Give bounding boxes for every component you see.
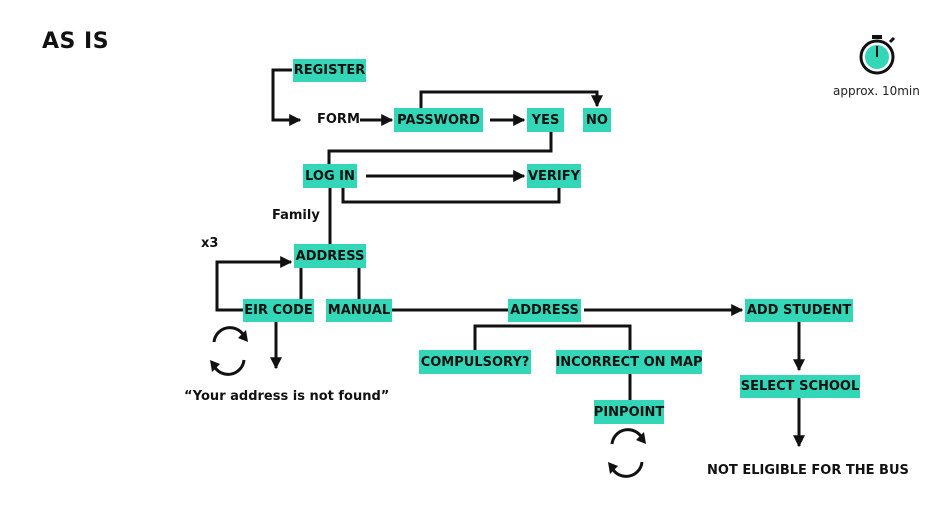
select-school-node: SELECT SCHOOL (740, 375, 860, 398)
register-node: REGISTER (293, 59, 366, 82)
yes-node: YES (527, 108, 564, 132)
login-node: LOG IN (303, 164, 357, 188)
address-node: ADDRESS (294, 244, 366, 268)
family-label: Family (272, 208, 320, 223)
refresh-icon (212, 326, 246, 376)
refresh-icon (610, 428, 644, 478)
compulsory-node: COMPULSORY? (419, 350, 531, 374)
x3-label: x3 (201, 236, 219, 251)
no-node: NO (583, 108, 611, 132)
yes-to-login-connector (327, 132, 553, 164)
address-branch-connector (473, 324, 632, 350)
stopwatch-icon (859, 35, 896, 75)
register-to-form-connector (271, 68, 302, 126)
add-student-node: ADD STUDENT (745, 299, 853, 322)
not-found-message: “Your address is not found” (184, 389, 390, 404)
verify-return-connector (341, 188, 561, 204)
password-to-no-connector (419, 90, 603, 108)
manual-node: MANUAL (326, 299, 392, 322)
not-eligible-message: NOT ELIGIBLE FOR THE BUS (707, 463, 909, 478)
timer-label: approx. 10min (833, 84, 920, 98)
pinpoint-node: PINPOINT (594, 400, 664, 424)
page-title: AS IS (42, 29, 110, 54)
eircode-loop-connector (215, 256, 293, 312)
address-second-node: ADDRESS (508, 299, 581, 322)
form-node: FORM (317, 112, 360, 127)
password-node: PASSWORD (394, 108, 483, 132)
verify-node: VERIFY (527, 164, 581, 188)
eircode-node: EIR CODE (243, 299, 314, 322)
incorrect-on-map-node: INCORRECT ON MAP (555, 350, 703, 374)
